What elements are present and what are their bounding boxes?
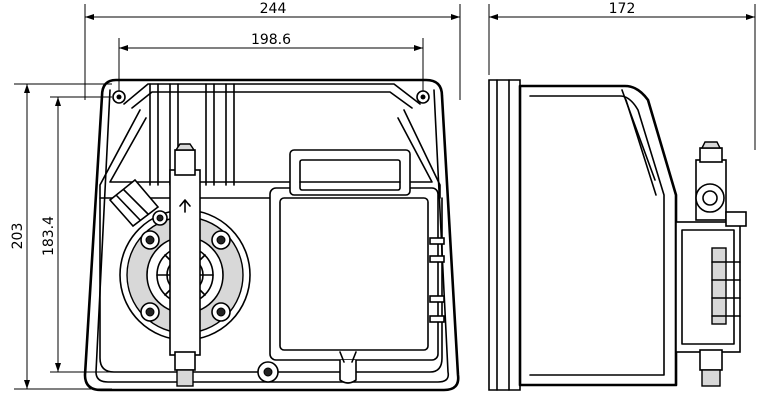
control-box bbox=[269, 149, 445, 361]
side-housing bbox=[518, 84, 678, 387]
dim-label-front-height: 203 bbox=[10, 223, 26, 250]
drain-fittings bbox=[257, 351, 357, 384]
dimension-front-height: 203 bbox=[10, 83, 112, 390]
dim-label-side-depth: 172 bbox=[609, 1, 636, 17]
dim-label-hole-spacing: 198.6 bbox=[251, 32, 291, 48]
dimension-hole-spacing: 198.6 bbox=[118, 32, 424, 95]
side-view bbox=[488, 79, 747, 391]
tubing bbox=[149, 83, 235, 186]
front-view bbox=[83, 78, 460, 392]
dim-label-hole-height: 183.4 bbox=[41, 216, 57, 256]
dim-label-front-width: 244 bbox=[260, 1, 287, 17]
dimension-side-depth: 172 bbox=[488, 1, 756, 150]
back-flange bbox=[488, 79, 521, 391]
valve-column bbox=[108, 143, 201, 387]
dimension-front-width: 244 bbox=[84, 1, 461, 100]
dimension-hole-height: 183.4 bbox=[41, 96, 112, 373]
side-valve bbox=[695, 141, 747, 387]
handle bbox=[123, 83, 421, 105]
side-control bbox=[675, 221, 741, 353]
housing-outline bbox=[83, 78, 460, 392]
